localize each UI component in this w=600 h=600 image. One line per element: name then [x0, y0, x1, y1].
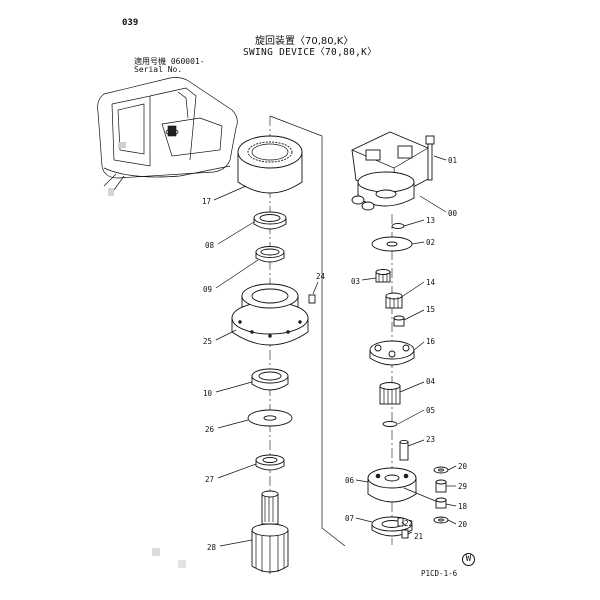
- part-05-washer[interactable]: [382, 421, 398, 427]
- callout-13: 13: [426, 216, 435, 225]
- callout-04: 04: [426, 377, 436, 386]
- part-02-thrust-plate[interactable]: [371, 236, 413, 252]
- callout-17: 17: [202, 197, 211, 206]
- part-04-gear[interactable]: [379, 382, 401, 405]
- part-01-bolt[interactable]: [425, 135, 435, 181]
- part-00-swing-motor[interactable]: [351, 131, 431, 211]
- part-22-pin[interactable]: [397, 517, 404, 527]
- part-18-needle-bearing[interactable]: [435, 497, 447, 509]
- part-29-planet-gear[interactable]: [435, 479, 447, 493]
- callout-06: 06: [345, 476, 355, 485]
- part-25-housing[interactable]: [231, 283, 309, 346]
- callout-05: 05: [426, 406, 435, 415]
- callout-23: 23: [426, 435, 435, 444]
- callout-01: 01: [448, 156, 457, 165]
- callout-14: 14: [426, 278, 436, 287]
- part-20-thrust-washer-lower[interactable]: [433, 516, 449, 524]
- applicable-serial-label: 適用号機 060001-: [134, 57, 205, 66]
- part-24-plug[interactable]: [308, 281, 319, 304]
- callout-24: 24: [316, 272, 326, 281]
- callout-25: 25: [203, 337, 212, 346]
- scan-smudge: [152, 548, 160, 556]
- part-06-carrier-assembly[interactable]: [367, 467, 439, 503]
- page-title-japanese: 旋回装置〈70,80,K〉: [255, 36, 354, 47]
- machine-location-sketch: [97, 77, 238, 196]
- callout-08: 08: [205, 241, 215, 250]
- part-17-ring-gear[interactable]: [237, 135, 303, 194]
- assembly-bracket-line: [269, 115, 346, 547]
- callout-21: 21: [414, 532, 423, 541]
- scan-smudge: [178, 560, 186, 568]
- part-15-needle-bearing[interactable]: [393, 315, 405, 327]
- part-13-ring[interactable]: [391, 223, 405, 229]
- callout-27: 27: [205, 475, 214, 484]
- watermark-mark: W: [462, 553, 475, 566]
- callout-18: 18: [458, 502, 468, 511]
- part-10-bearing[interactable]: [251, 368, 289, 391]
- callout-28: 28: [207, 543, 217, 552]
- callout-labels: 17 08 09 24 25 10 26 27 28 01 00 13 02 0…: [202, 156, 468, 552]
- part-20-thrust-washer-upper[interactable]: [433, 466, 449, 474]
- part-23-pin[interactable]: [399, 439, 409, 461]
- part-16-carrier[interactable]: [369, 340, 415, 366]
- page-number: 039: [122, 18, 139, 28]
- callout-15: 15: [426, 305, 435, 314]
- part-14-planet-gear[interactable]: [385, 292, 403, 309]
- callout-03: 03: [351, 277, 360, 286]
- part-09-oil-seal[interactable]: [255, 246, 285, 263]
- callout-20-lower: 20: [458, 520, 468, 529]
- part-26-plate[interactable]: [247, 409, 293, 427]
- callout-26: 26: [205, 425, 215, 434]
- callout-09: 09: [203, 285, 212, 294]
- callout-20-upper: 20: [458, 462, 468, 471]
- callout-02: 02: [426, 238, 435, 247]
- callout-00: 00: [448, 209, 458, 218]
- part-21-pin[interactable]: [401, 529, 409, 539]
- callout-10: 10: [203, 389, 213, 398]
- part-28-pinion-shaft[interactable]: [251, 490, 289, 574]
- serial-number-label: Serial No.: [134, 65, 183, 74]
- page-title-english: SWING DEVICE〈70,80,K〉: [243, 47, 377, 58]
- part-08-bearing[interactable]: [253, 211, 287, 230]
- callout-07: 07: [345, 514, 354, 523]
- part-03-sun-gear[interactable]: [375, 269, 391, 283]
- callout-29: 29: [458, 482, 467, 491]
- part-27-collar[interactable]: [255, 454, 285, 471]
- footer-code: P1CD-1-6: [421, 569, 458, 578]
- callout-22: 22: [404, 519, 413, 528]
- leader-lines: [213, 155, 457, 547]
- callout-16: 16: [426, 337, 436, 346]
